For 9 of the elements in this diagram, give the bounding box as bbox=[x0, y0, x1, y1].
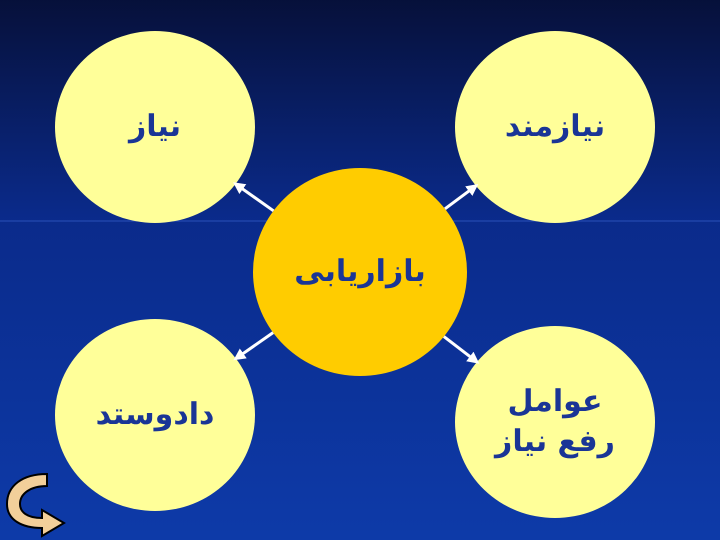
arrow bbox=[233, 182, 274, 212]
arrow bbox=[442, 335, 480, 364]
node-label: دادوستد bbox=[96, 396, 214, 434]
node-label: عوامل رفع نیاز bbox=[492, 382, 616, 461]
node-label: نیاز bbox=[128, 108, 182, 146]
arrow bbox=[444, 184, 478, 210]
arrow bbox=[233, 331, 274, 360]
node-label: نیازمند bbox=[504, 108, 606, 146]
node-label: بازاریابی bbox=[294, 252, 426, 291]
